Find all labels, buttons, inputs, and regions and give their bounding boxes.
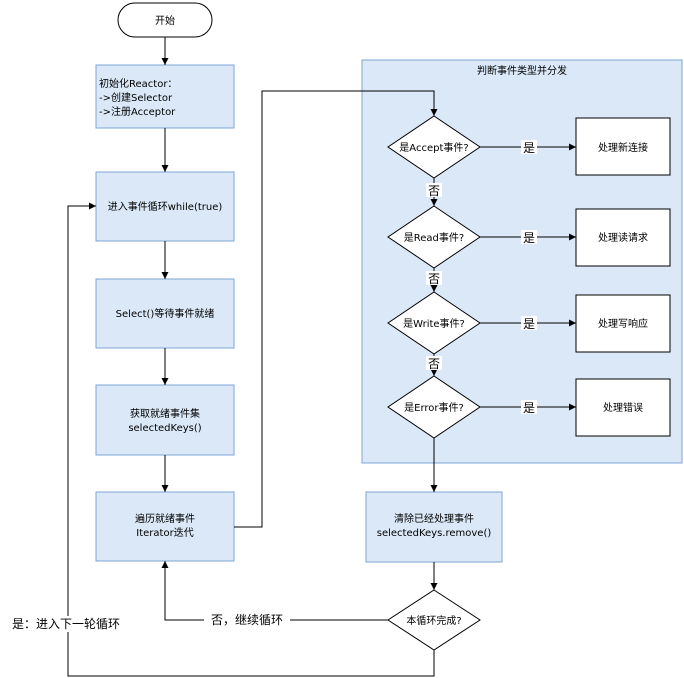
arrow-next-round: [67, 202, 435, 677]
init-line2: ->创建Selector: [99, 91, 173, 104]
event-loop-label: 进入事件循环while(true): [108, 200, 223, 213]
init-line3: ->注册Acceptor: [99, 105, 176, 118]
cleanup-line1: 清除已经处理事件: [394, 512, 474, 525]
error-yes-label: 是: [523, 401, 535, 415]
next-round-label: 是：进入下一轮循环: [12, 617, 120, 631]
cleanup-box: [365, 491, 503, 563]
accept-no-label: 否: [428, 184, 440, 198]
decision-accept-label: 是Accept事件?: [399, 141, 468, 154]
select-label: Select()等待事件就绪: [116, 307, 215, 320]
get-keys-line2: selectedKeys(): [128, 423, 201, 434]
arrow-iterate-dispatch: [234, 90, 438, 528]
decision-loop-done-label: 本循环完成?: [406, 614, 461, 627]
continue-loop-label: 否，继续循环: [211, 613, 283, 627]
read-no-label: 否: [428, 272, 440, 286]
init-line1: 初始化Reactor：: [99, 77, 177, 90]
decision-write-label: 是Write事件?: [403, 317, 465, 330]
handler-write-box: [575, 294, 671, 353]
handler-write-label: 处理写响应: [598, 317, 648, 330]
get-keys-box: [95, 384, 235, 456]
cleanup-line2: selectedKeys.remove(): [377, 528, 492, 539]
get-keys-line1: 获取就绪事件集: [130, 407, 200, 420]
handler-error-label: 处理错误: [603, 401, 643, 414]
event-loop-box: [95, 171, 235, 242]
iterate-line1: 遍历就绪事件: [135, 512, 195, 525]
handler-accept-label: 处理新连接: [598, 141, 648, 154]
select-box: [95, 278, 235, 349]
read-yes-label: 是: [523, 231, 535, 245]
handler-accept-box: [575, 117, 671, 176]
write-yes-label: 是: [523, 317, 535, 331]
iterate-box: [95, 491, 235, 562]
dispatch-frame-title: 判断事件类型并分发: [477, 64, 567, 77]
handler-read-label: 处理读请求: [598, 231, 648, 244]
write-no-label: 否: [428, 357, 440, 371]
decision-error-label: 是Error事件?: [404, 401, 464, 414]
iterate-line2: Iterator迭代: [136, 527, 193, 539]
start-label: 开始: [155, 14, 175, 27]
arrow-continue-loop: [161, 561, 388, 621]
handler-error-box: [575, 378, 671, 437]
handler-read-box: [575, 208, 671, 267]
accept-yes-label: 是: [523, 141, 535, 155]
decision-read-label: 是Read事件?: [404, 231, 464, 244]
